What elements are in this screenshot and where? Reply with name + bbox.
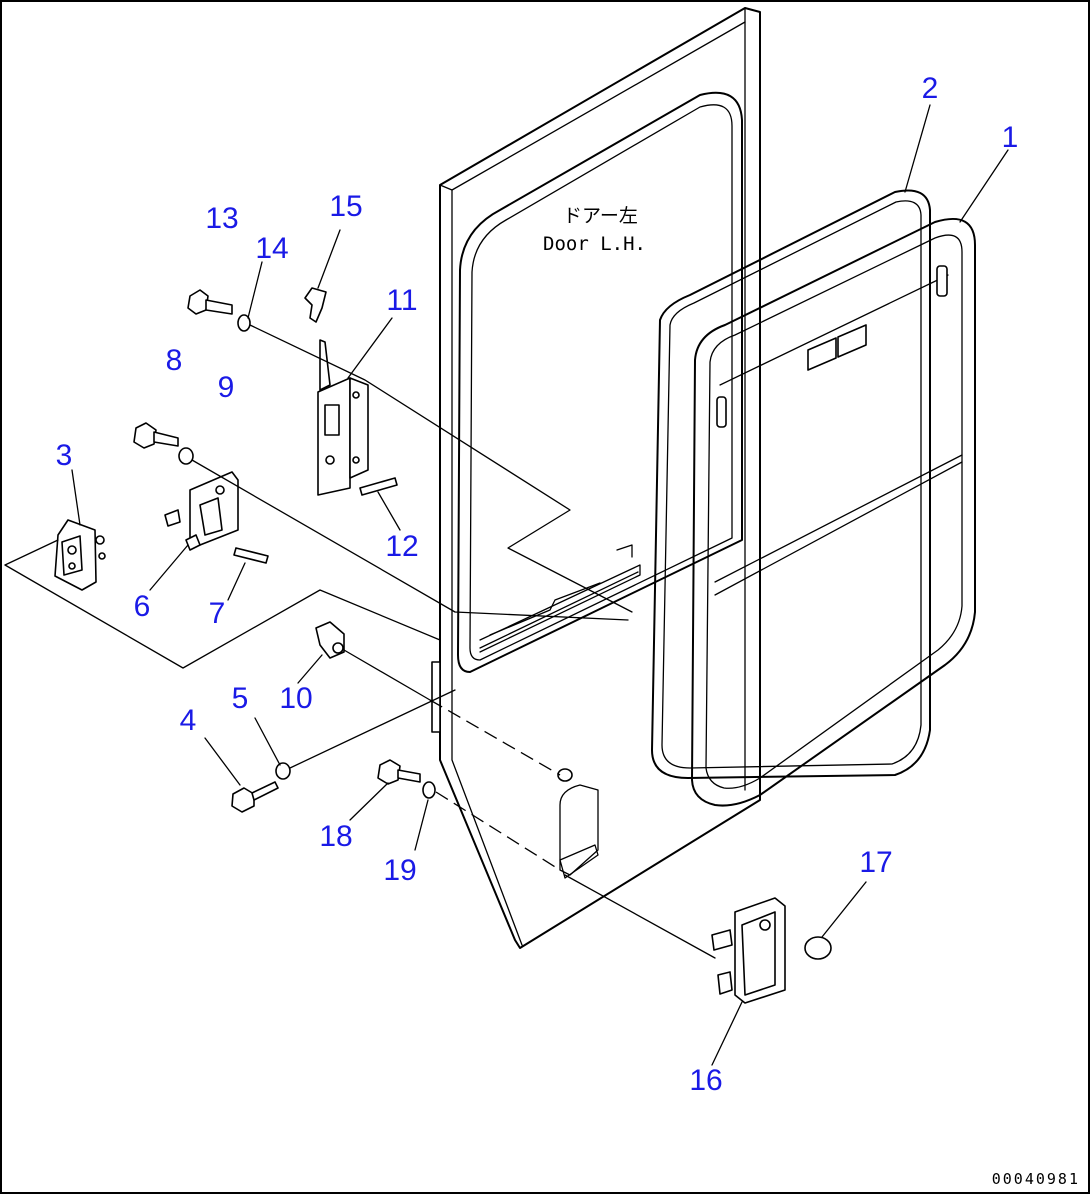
striker-part-11	[317, 339, 369, 496]
handle-part-16	[711, 897, 786, 1004]
bolt-part-8	[133, 422, 179, 449]
washer-part-9	[178, 447, 194, 465]
cap-part-17	[804, 936, 832, 960]
door-panel	[431, 7, 761, 949]
callout-12: 12	[385, 530, 418, 563]
callout-1: 2	[922, 72, 939, 105]
clip-part-15	[304, 287, 327, 323]
screw-part-7	[233, 547, 269, 564]
callout-17: 17	[859, 846, 892, 879]
callout-11: 11	[386, 284, 417, 317]
lever-part-10	[315, 621, 345, 659]
callout-8: 8	[166, 344, 183, 377]
door-label-en: Door L.H.	[543, 233, 646, 255]
window-glass-part-1	[691, 217, 976, 807]
callout-4: 4	[180, 704, 197, 737]
assembly-lines	[4, 104, 1009, 1066]
lock-part-3	[54, 519, 106, 591]
washer-part-14	[237, 314, 251, 332]
washer-part-19	[422, 781, 436, 799]
callout-10: 10	[279, 682, 312, 715]
callout-19: 19	[383, 854, 416, 887]
bolt-part-13	[187, 289, 233, 315]
callout-9: 9	[218, 371, 235, 404]
window-seal-part-2	[651, 189, 931, 779]
screw-part-12	[359, 477, 398, 496]
drawing-id: 00040981	[992, 1170, 1080, 1188]
callout-3: 3	[56, 439, 73, 472]
callout-2: 1	[1002, 121, 1019, 154]
bolt-part-4	[231, 781, 279, 813]
callout-7: 7	[209, 597, 226, 630]
bolt-part-18	[377, 759, 421, 785]
callout-14: 14	[255, 232, 288, 265]
latch-plate-part-6	[164, 471, 239, 551]
callout-15: 15	[329, 190, 362, 223]
callout-13: 13	[205, 202, 238, 235]
callout-18: 18	[319, 820, 352, 853]
door-label-jp: ドアー左	[563, 205, 638, 227]
callout-16: 16	[689, 1064, 722, 1097]
callout-5: 5	[232, 682, 249, 715]
washer-part-5	[275, 762, 291, 780]
callout-6: 6	[134, 590, 151, 623]
